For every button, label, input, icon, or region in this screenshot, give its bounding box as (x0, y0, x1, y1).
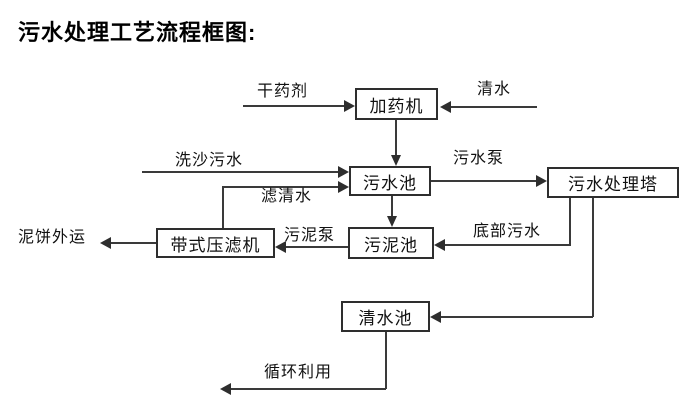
arrowhead-right-icon (338, 166, 349, 178)
arrow-filtered-water-hline (222, 186, 338, 188)
edge-label-mud-cake-outbound: 泥饼外运 (18, 229, 87, 246)
arrow-tower-to-clear-vline (592, 198, 594, 317)
flowchart-node-dosing-machine: 加药机 (355, 88, 438, 120)
arrow-sludge-pump-line (286, 246, 348, 248)
page-title: 污水处理工艺流程框图: (18, 20, 257, 45)
node-label-sewage-pool: 污水池 (363, 173, 417, 193)
arrowhead-right-icon (338, 181, 349, 193)
node-label-sewage-treatment-tower: 污水处理塔 (568, 175, 658, 194)
arrowhead-left-icon (275, 241, 286, 253)
arrow-mud-cake-line (111, 242, 156, 244)
flowchart-node-sludge-pool: 污泥池 (348, 227, 434, 259)
flowchart-node-belt-filter-press: 带式压滤机 (156, 228, 275, 258)
arrow-sewage-to-sludge-line (391, 196, 393, 217)
edge-label-dry-chemical: 干药剂 (257, 83, 309, 100)
arrow-bottom-sewage-hline (445, 244, 571, 246)
arrow-sewage-pump-line (431, 180, 536, 182)
arrowhead-down-icon (387, 216, 397, 227)
edge-label-recycle: 循环利用 (264, 364, 333, 381)
arrowhead-left-icon (100, 237, 111, 249)
arrow-recycle-vline (385, 332, 387, 389)
edge-label-bottom-sewage: 底部污水 (473, 223, 542, 240)
arrowhead-left-icon (430, 311, 441, 323)
node-label-dosing-machine: 加药机 (369, 96, 424, 116)
arrowhead-left-icon (440, 101, 451, 113)
arrow-recycle-hline (231, 388, 386, 390)
node-label-belt-filter-press: 带式压滤机 (170, 235, 261, 255)
arrowhead-down-icon (391, 155, 401, 166)
arrow-sand-washing-sewage-line (142, 171, 338, 173)
edge-label-sludge-pump: 污泥泵 (284, 227, 336, 244)
edge-label-filtered-water: 滤清水 (261, 188, 313, 205)
edge-label-clear-water: 清水 (477, 81, 512, 98)
edge-label-sand-washing-sewage: 洗沙污水 (175, 152, 244, 169)
flowchart-node-sewage-pool: 污水池 (349, 166, 431, 196)
arrow-tower-to-clear-hline (441, 316, 593, 318)
arrow-clear-water-line (451, 106, 537, 108)
arrow-filtered-water-vline (222, 187, 224, 228)
arrow-dry-chemical-line (243, 105, 344, 107)
arrow-dosing-to-sewage-line (395, 120, 397, 155)
edge-label-sewage-pump: 污水泵 (453, 150, 505, 167)
flowchart-node-clear-water-pool: 清水池 (341, 301, 430, 332)
flowchart-node-sewage-treatment-tower: 污水处理塔 (547, 167, 679, 198)
arrow-bottom-sewage-vline (569, 198, 571, 245)
node-label-sludge-pool: 污泥池 (364, 235, 418, 255)
arrowhead-right-icon (344, 100, 355, 112)
arrowhead-right-icon (536, 175, 547, 187)
node-label-clear-water-pool: 清水池 (358, 309, 413, 328)
arrowhead-left-icon (220, 383, 231, 395)
arrowhead-left-icon (434, 239, 445, 251)
